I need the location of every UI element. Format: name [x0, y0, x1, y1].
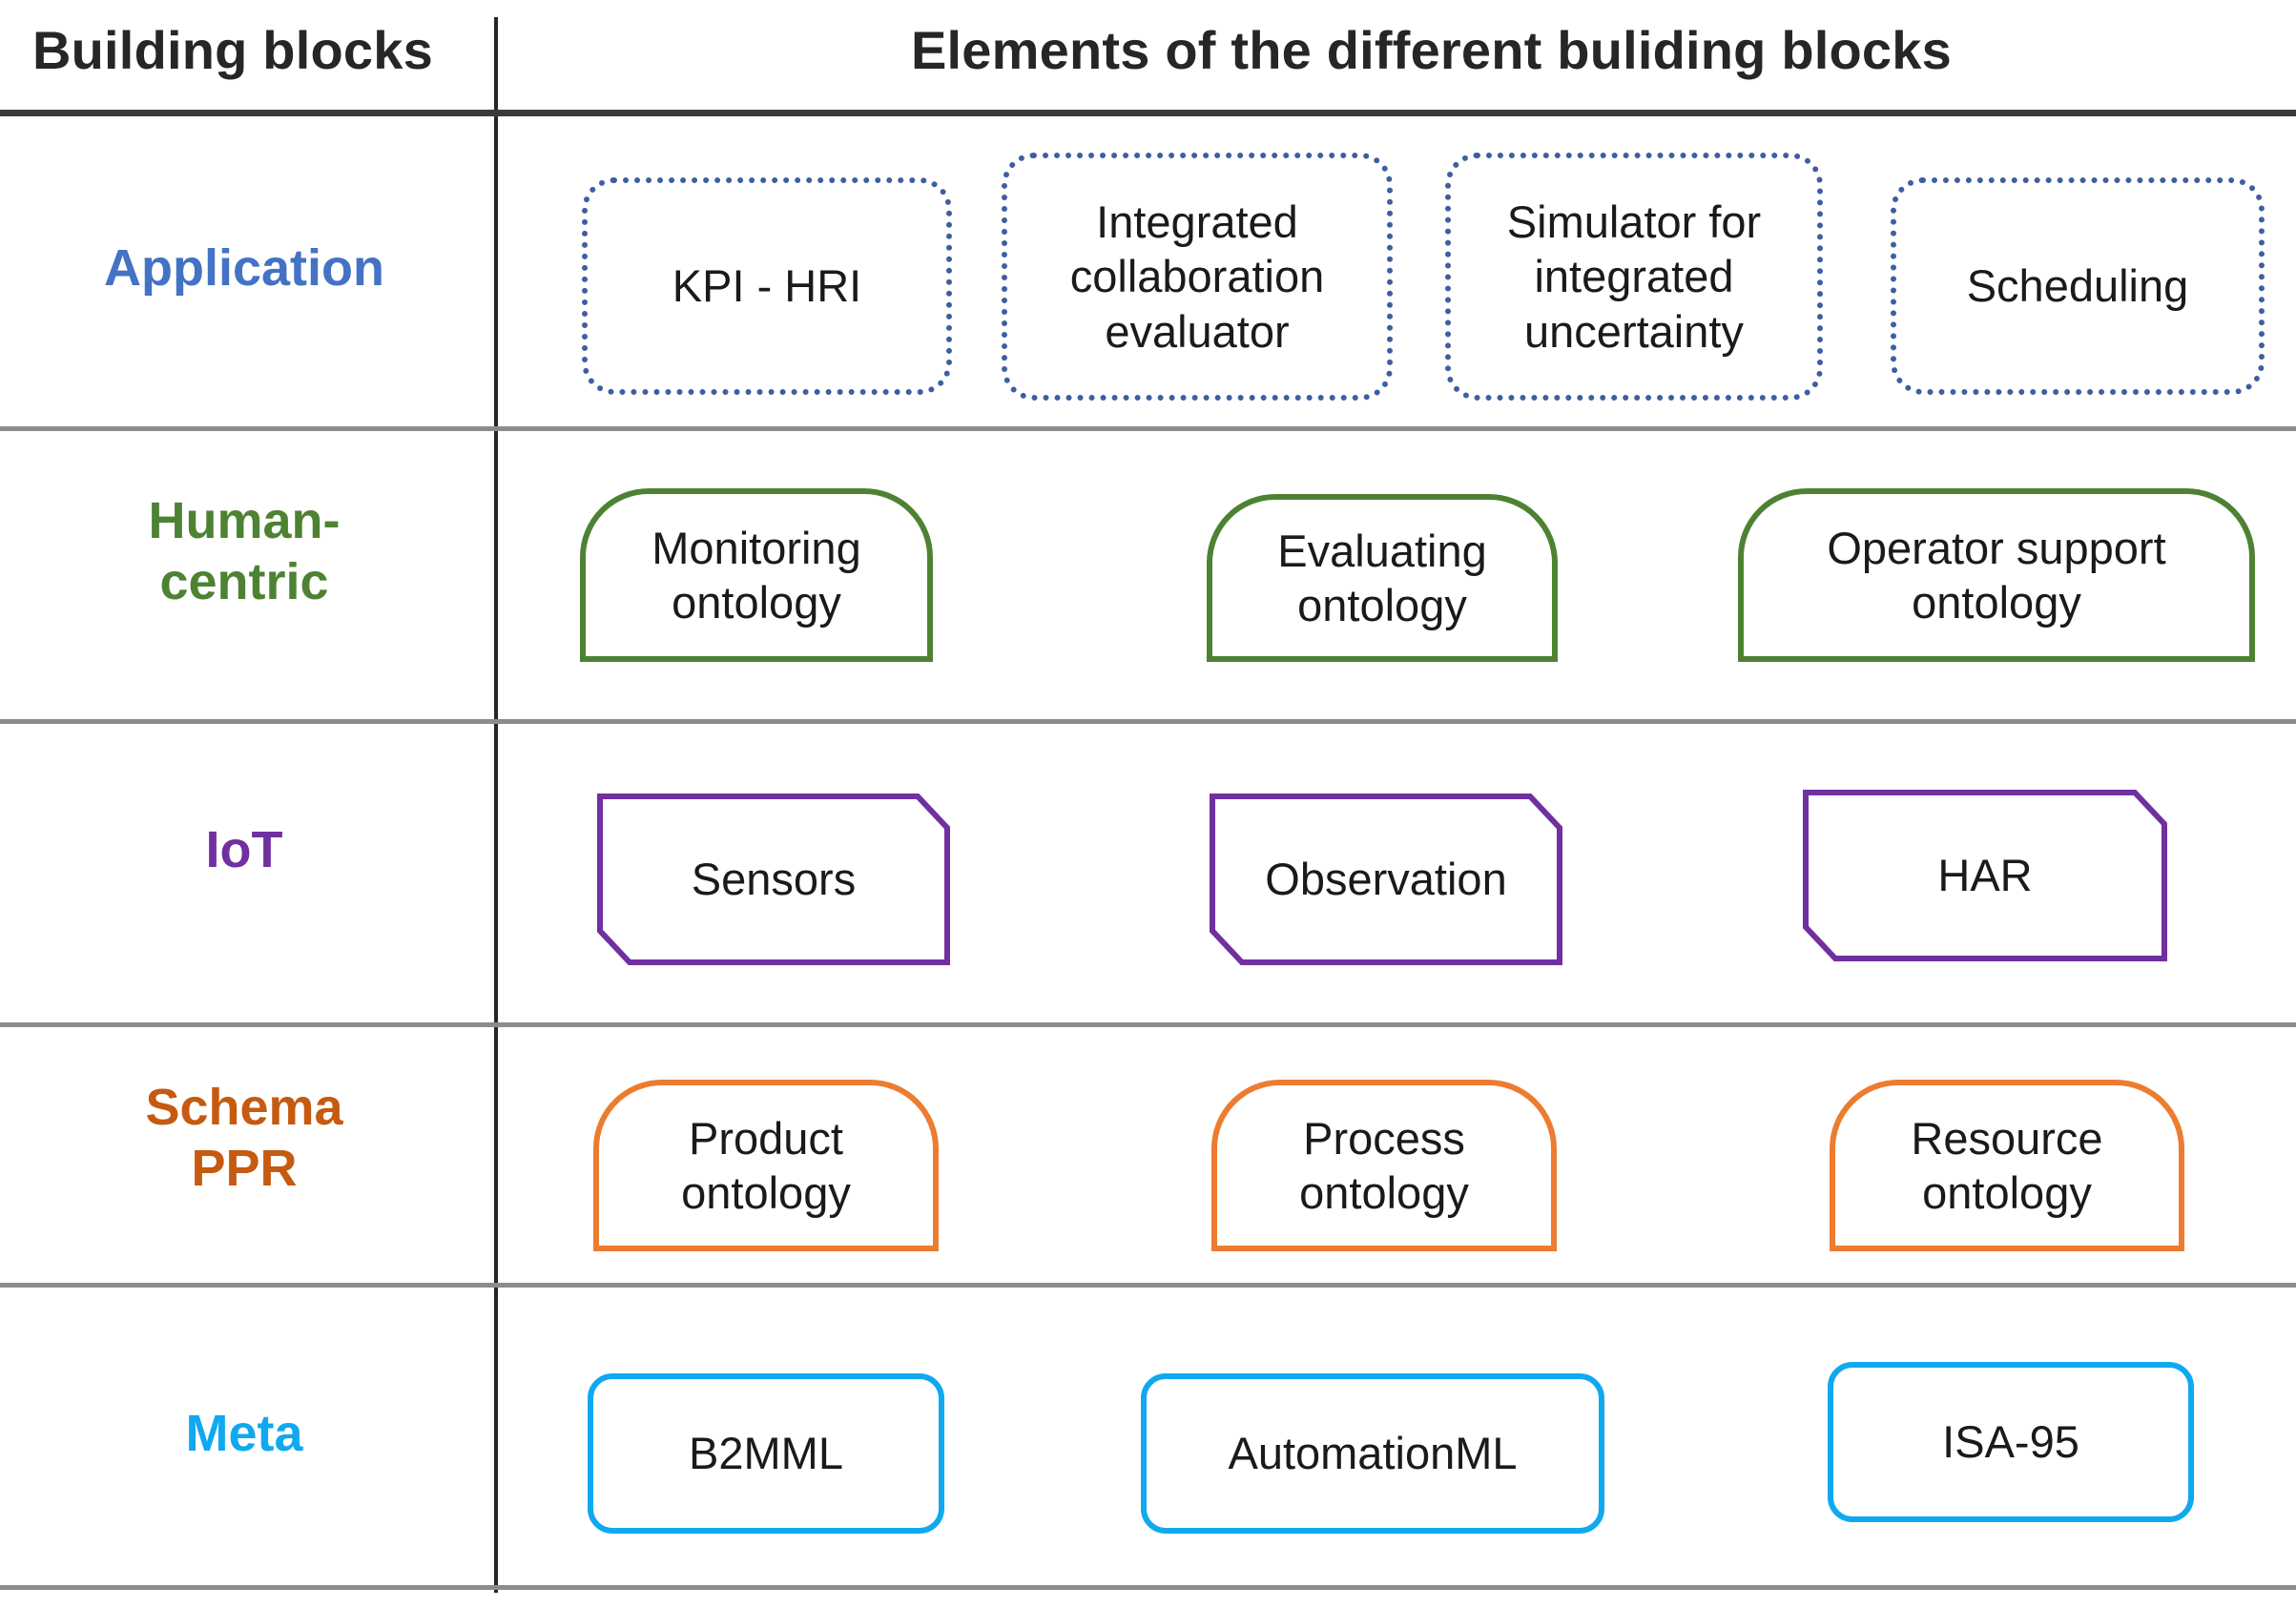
element-operator-support-ontology[interactable]: Operator support ontology: [1738, 488, 2255, 662]
element-label: Observation: [1265, 854, 1507, 905]
element-evaluating-ontology[interactable]: Evaluating ontology: [1207, 494, 1558, 662]
rule-iot-bottom: [0, 1022, 2296, 1027]
rule-under-header: [0, 110, 2296, 116]
rule-application-bottom: [0, 426, 2296, 431]
element-sensors[interactable]: Sensors: [597, 794, 950, 965]
element-label: AutomationML: [1228, 1428, 1518, 1479]
row-label-iot: IoT: [205, 821, 283, 878]
element-har[interactable]: HAR: [1803, 790, 2167, 961]
element-label: Process ontology: [1299, 1112, 1469, 1218]
iot-chamfered-shape: [1210, 794, 1562, 965]
element-label: HAR: [1937, 850, 2033, 901]
row-label-application: Application: [104, 239, 384, 297]
element-label: Scheduling: [1966, 260, 2189, 312]
iot-chamfered-shape: [597, 794, 950, 965]
element-label: Evaluating ontology: [1277, 525, 1487, 630]
element-label: ISA-95: [1942, 1416, 2079, 1468]
element-simulator-for-integrated-uncertainty[interactable]: Simulator for integrated uncertainty: [1445, 153, 1823, 401]
element-isa-95[interactable]: ISA-95: [1828, 1362, 2194, 1522]
element-label: Operator support ontology: [1827, 522, 2166, 628]
element-resource-ontology[interactable]: Resource ontology: [1830, 1080, 2184, 1251]
element-monitoring-ontology[interactable]: Monitoring ontology: [580, 488, 933, 662]
element-observation[interactable]: Observation: [1210, 794, 1562, 965]
rule-meta-bottom: [0, 1585, 2296, 1590]
row-label-meta: Meta: [185, 1405, 303, 1462]
element-label: Resource ontology: [1911, 1112, 2103, 1218]
row-label-schema-ppr: Schema PPR: [145, 1079, 343, 1197]
iot-chamfered-shape: [1803, 790, 2167, 961]
element-label: Simulator for integrated uncertainty: [1506, 196, 1762, 357]
element-label: Product ontology: [681, 1112, 851, 1218]
header-elements: Elements of the different buliding block…: [911, 20, 1952, 80]
element-label: B2MML: [689, 1428, 843, 1479]
element-automationml[interactable]: AutomationML: [1141, 1373, 1604, 1534]
rule-human-bottom: [0, 719, 2296, 724]
header-building-blocks: Building blocks: [32, 20, 433, 80]
element-label: KPI - HRI: [672, 260, 862, 312]
column-divider: [494, 17, 498, 1593]
element-label: Integrated collaboration evaluator: [1069, 196, 1325, 357]
element-label: Monitoring ontology: [652, 522, 861, 628]
row-label-human-centric: Human- centric: [148, 492, 341, 610]
element-product-ontology[interactable]: Product ontology: [593, 1080, 939, 1251]
element-integrated-collaboration-evaluator[interactable]: Integrated collaboration evaluator: [1002, 153, 1393, 401]
element-label: Sensors: [691, 854, 857, 905]
rule-schema-bottom: [0, 1283, 2296, 1288]
element-kpi-hri[interactable]: KPI - HRI: [582, 177, 952, 395]
element-scheduling[interactable]: Scheduling: [1891, 177, 2265, 395]
element-b2mml[interactable]: B2MML: [588, 1373, 944, 1534]
element-process-ontology[interactable]: Process ontology: [1211, 1080, 1557, 1251]
